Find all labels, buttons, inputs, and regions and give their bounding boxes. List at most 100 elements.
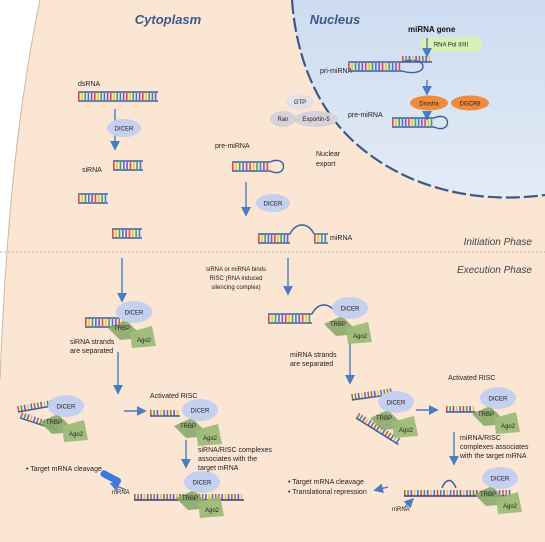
right-mrna-label: mRNA: [392, 507, 410, 513]
right-activated-risc: DICER TRBP Ago2: [472, 387, 520, 434]
svg-text:Ago2: Ago2: [399, 428, 414, 434]
mirna-bulge: [289, 224, 315, 235]
right-separated-risc: DICER TRBP Ago2: [370, 391, 418, 438]
left-mrna-label: mRNA: [112, 490, 130, 496]
execution-phase-label: Execution Phase: [457, 265, 532, 276]
risc-note-2: RISC (RNA induced: [209, 276, 262, 282]
sirna-risc-assoc-3: target mRNA: [198, 465, 239, 472]
nuclear-envelope: [290, 0, 545, 199]
right-outcome-repression: • Translational repression: [288, 489, 367, 496]
svg-text:DICER: DICER: [191, 409, 210, 415]
svg-text:TRBP: TRBP: [114, 326, 130, 332]
pri-mirna-hairpin: [348, 59, 424, 74]
mirna-duplex-left: [258, 233, 290, 244]
dsrna-label: dsRNA: [78, 81, 101, 88]
dsrna-duplex: [78, 91, 158, 102]
rna-pol-label: RNA Pol II/III: [434, 43, 469, 49]
ran-label: Ran: [277, 117, 288, 123]
svg-text:DICER: DICER: [341, 307, 360, 313]
svg-text:DICER: DICER: [491, 477, 510, 483]
svg-text:DICER: DICER: [264, 202, 283, 208]
svg-text:Ago2: Ago2: [205, 508, 220, 514]
exportin-protein: [294, 111, 338, 127]
svg-text:TRBP: TRBP: [330, 322, 346, 328]
cell-membrane: [0, 0, 41, 381]
mirna-label: miRNA: [330, 235, 352, 242]
mirna-guide-strand: [355, 412, 401, 446]
mirna-strands-label-1: miRNA strands: [290, 352, 337, 359]
dgcr8-enzyme: [451, 95, 489, 111]
sirna-risc-assoc-1: siRNA/RISC complexes: [198, 447, 272, 454]
middle-dicer-enzyme: DICER: [256, 194, 290, 212]
svg-text:Ago2: Ago2: [203, 436, 218, 442]
svg-text:DICER: DICER: [57, 405, 76, 411]
right-outcome-cleavage: • Target mRNA cleavage: [288, 479, 364, 486]
sirna-label: siRNA: [82, 167, 102, 174]
left-outcome-cleavage: • Target mRNA cleavage: [26, 466, 102, 473]
svg-text:DICER: DICER: [125, 311, 144, 317]
svg-text:DICER: DICER: [115, 127, 134, 133]
pre-mirna-hairpin: [232, 159, 285, 174]
nuclear-export-label-2: export: [316, 161, 336, 168]
svg-text:DICER: DICER: [387, 401, 406, 407]
left-activated-guide: [150, 410, 180, 417]
svg-text:TRBP: TRBP: [182, 496, 198, 502]
pri-mirna-label: pri-miRNA: [320, 68, 353, 75]
molecule-graphics: DICERDICERDICERTRBPAgo2DICERTRBPAgo2DICE…: [16, 56, 522, 518]
exportin-label: Exportin-5: [302, 117, 330, 123]
svg-text:TRBP: TRBP: [480, 492, 496, 498]
mirna-risc-assoc-3: with the target mRNA: [459, 453, 527, 460]
drosha-label: Drosha: [419, 102, 439, 108]
left-cleaved-fragment: [100, 470, 122, 485]
flow-arrows: [109, 38, 459, 509]
svg-text:Ago2: Ago2: [353, 334, 368, 340]
sirna-strands-label-2: are separated: [70, 348, 113, 355]
right-activated-guide: [446, 406, 476, 413]
risc-note-1: siRNA or miRNA binds: [206, 267, 266, 273]
svg-text:Ago2: Ago2: [137, 338, 152, 344]
ran-protein: [270, 111, 296, 127]
svg-text:Ago2: Ago2: [69, 432, 84, 438]
cytoplasm-title: Cytoplasm: [135, 12, 202, 27]
left-activated-risc-label: Activated RISC: [150, 393, 197, 400]
left-separated-risc: DICER TRBP Ago2: [40, 395, 88, 442]
mirna-strands-label-2: are separated: [290, 361, 333, 368]
svg-text:DICER: DICER: [489, 397, 508, 403]
sirna-duplex-2: [78, 193, 108, 204]
right-activated-risc-label: Activated RISC: [448, 375, 495, 382]
svg-text:Ago2: Ago2: [503, 504, 518, 510]
gtp-label: GTP: [294, 100, 306, 106]
svg-text:TRBP: TRBP: [180, 424, 196, 430]
nucleus-title: Nucleus: [310, 12, 361, 27]
mirna-risc-assoc-1: miRNA/RISC: [460, 435, 501, 442]
sirna-risc-assoc-2: associates with the: [198, 456, 257, 463]
drosha-enzyme: [410, 95, 448, 111]
dgcr8-label: DGCR8: [459, 102, 481, 108]
svg-text:TRBP: TRBP: [46, 420, 62, 426]
svg-text:TRBP: TRBP: [478, 412, 494, 418]
pri-mirna-tail: [402, 56, 432, 63]
sirna-duplex-1: [113, 160, 143, 171]
nuclear-export-label-1: Nuclear: [316, 151, 341, 158]
left-dicer-enzyme: DICER: [107, 119, 141, 137]
left-activated-risc: DICER TRBP Ago2: [174, 399, 222, 446]
risc-note-3: silencing complex): [211, 285, 260, 291]
right-risc-mirna-left: [268, 313, 312, 324]
initiation-phase-label: Initiation Phase: [464, 237, 533, 248]
svg-text:DICER: DICER: [193, 481, 212, 487]
sirna-strands-label-1: siRNA strands: [70, 339, 115, 346]
sirna-duplex-3: [112, 228, 142, 239]
right-mrna-risc: DICER TRBP Ago2: [474, 467, 522, 514]
mirna-duplex-right: [314, 233, 328, 244]
left-risc-complex: DICER TRBP Ago2: [108, 301, 156, 348]
svg-text:Ago2: Ago2: [501, 424, 516, 430]
svg-text:TRBP: TRBP: [376, 416, 392, 422]
gtp-molecule: [286, 94, 314, 110]
right-mrna-bulge: [441, 479, 457, 489]
nuclear-pre-mirna-label: pre-miRNA: [348, 112, 383, 119]
nuclear-pre-mirna-hairpin: [392, 115, 449, 130]
mirna-gene-label: miRNA gene: [408, 25, 456, 34]
rna-pol-badge: [420, 37, 482, 52]
